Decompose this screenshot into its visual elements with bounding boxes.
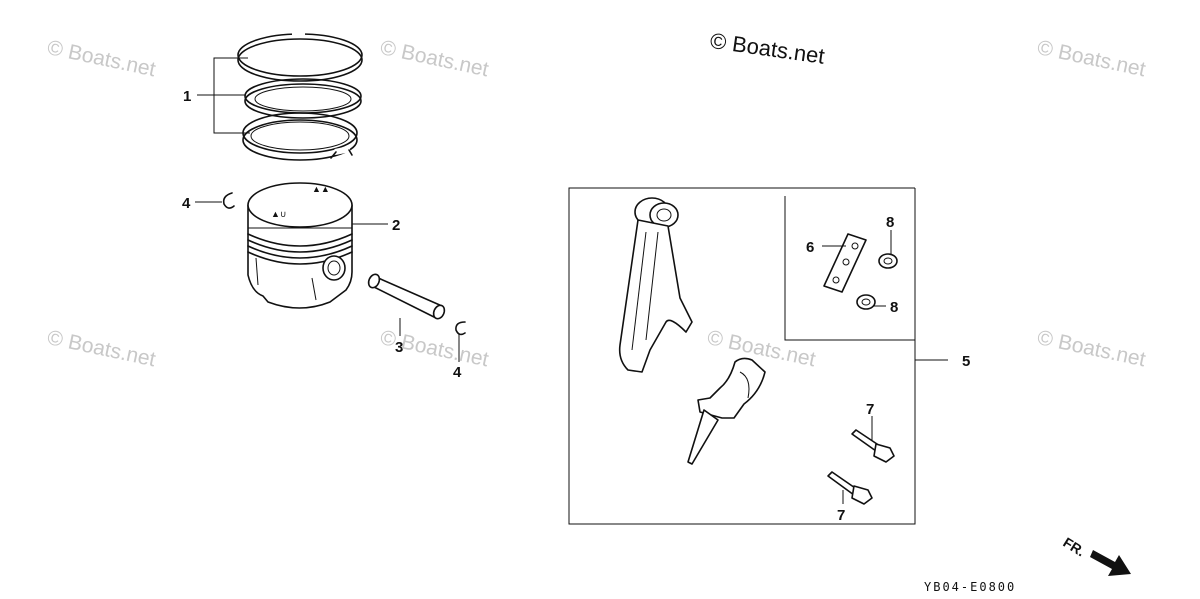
- callout-4-lower: 4: [453, 364, 462, 381]
- connecting-rod: [618, 197, 693, 373]
- piston: ▲∪ ▲▲: [247, 182, 353, 309]
- callout-7-lower: 7: [837, 507, 845, 524]
- diagram-code: YB04-E0800: [924, 580, 1017, 594]
- lock-plate: [823, 233, 867, 293]
- hardware-sub-box: [784, 196, 915, 341]
- piston-pin-clip-upper: [222, 192, 235, 209]
- callout-6: 6: [806, 239, 814, 256]
- callout-1: 1: [183, 88, 191, 105]
- front-direction-indicator: FR.: [1060, 534, 1131, 576]
- nut-lower: [856, 294, 876, 310]
- svg-text:▲▲: ▲▲: [312, 184, 330, 194]
- piston-ring-set: [237, 30, 363, 161]
- connecting-rod-kit-box: [568, 187, 948, 525]
- callout-3: 3: [395, 339, 403, 356]
- connecting-rod-bolt-lower: [827, 471, 873, 505]
- front-label: FR.: [1060, 534, 1088, 560]
- piston-pin-clip-lower: [455, 321, 466, 336]
- callout-7-upper: 7: [866, 401, 874, 418]
- callout-2: 2: [392, 217, 400, 234]
- callout-8-upper: 8: [886, 214, 894, 231]
- callout-4-upper: 4: [182, 195, 191, 212]
- leader-lines: [195, 57, 892, 504]
- piston-pin: [367, 273, 446, 320]
- front-arrow-icon: [1090, 550, 1131, 576]
- callout-5: 5: [962, 353, 970, 370]
- connecting-rod-bolt-upper: [851, 429, 895, 463]
- piston-ring-middle: [244, 78, 362, 119]
- nut-upper: [878, 253, 898, 269]
- piston-ring-top: [237, 30, 363, 82]
- connecting-rod-cap: [687, 357, 766, 465]
- svg-text:▲∪: ▲∪: [271, 209, 287, 219]
- callout-8-lower: 8: [890, 299, 898, 316]
- piston-ring-oil: [242, 112, 358, 161]
